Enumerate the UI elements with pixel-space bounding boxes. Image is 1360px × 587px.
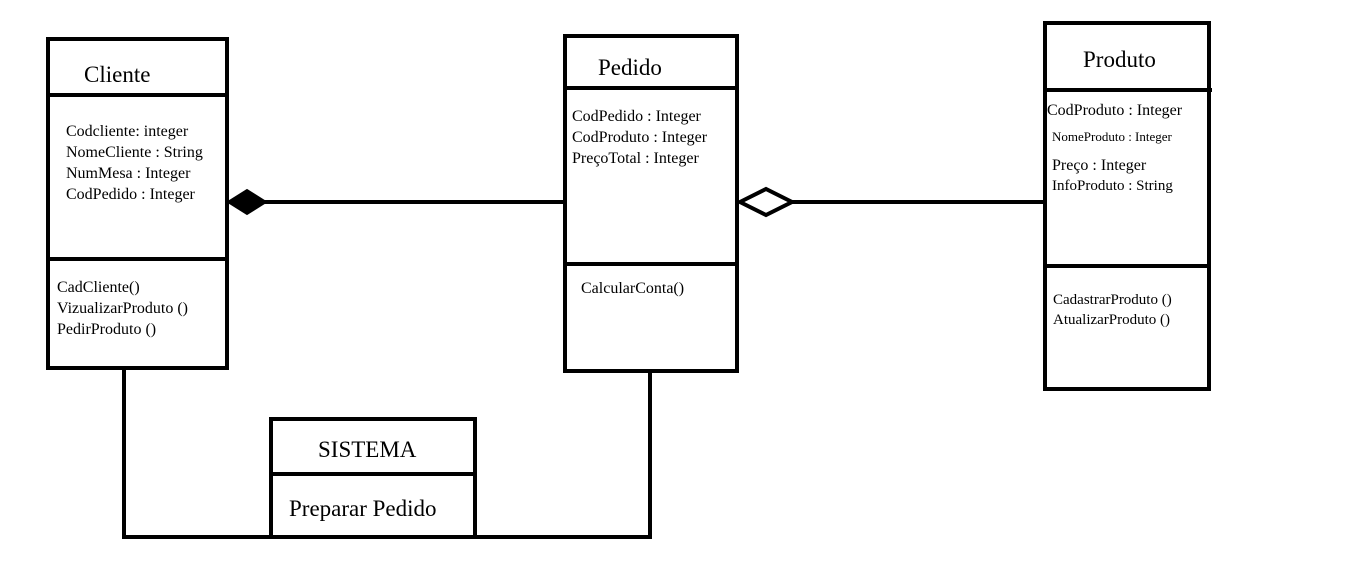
attribute: Preço : Integer bbox=[1052, 157, 1147, 174]
class-cliente[interactable]: Cliente Codcliente: integer NomeCliente … bbox=[46, 37, 229, 370]
attribute: CodPedido : Integer bbox=[66, 186, 196, 203]
method: Preparar Pedido bbox=[289, 496, 437, 521]
attribute: InfoProduto : String bbox=[1052, 178, 1173, 194]
method: VizualizarProduto () bbox=[57, 300, 188, 317]
class-name: SISTEMA bbox=[318, 437, 417, 462]
attribute: NomeCliente : String bbox=[66, 144, 203, 161]
method: CadCliente() bbox=[57, 279, 140, 296]
class-sistema[interactable]: SISTEMA Preparar Pedido bbox=[269, 417, 477, 539]
class-produto[interactable]: Produto CodProduto : Integer NomeProduto… bbox=[1043, 21, 1212, 391]
class-name: Pedido bbox=[598, 55, 662, 80]
class-name: Produto bbox=[1083, 47, 1156, 72]
method: AtualizarProduto () bbox=[1053, 312, 1170, 328]
attribute: Codcliente: integer bbox=[66, 123, 189, 140]
attribute: CodPedido : Integer bbox=[572, 108, 702, 125]
connectors bbox=[122, 186, 1044, 539]
class-name: Cliente bbox=[84, 62, 150, 87]
method: PedirProduto () bbox=[57, 321, 156, 338]
method: CadastrarProduto () bbox=[1053, 292, 1172, 308]
attribute: PreçoTotal : Integer bbox=[572, 150, 700, 167]
attribute: NomeProduto : Integer bbox=[1052, 129, 1173, 144]
attribute: CodProduto : Integer bbox=[572, 129, 708, 146]
attribute: NumMesa : Integer bbox=[66, 165, 191, 182]
composition-diamond-icon bbox=[226, 188, 268, 216]
method: CalcularConta() bbox=[581, 280, 684, 297]
aggregation-diamond-icon bbox=[735, 186, 797, 218]
attribute: CodProduto : Integer bbox=[1047, 102, 1183, 119]
class-pedido[interactable]: Pedido CodPedido : Integer CodProduto : … bbox=[563, 34, 739, 373]
